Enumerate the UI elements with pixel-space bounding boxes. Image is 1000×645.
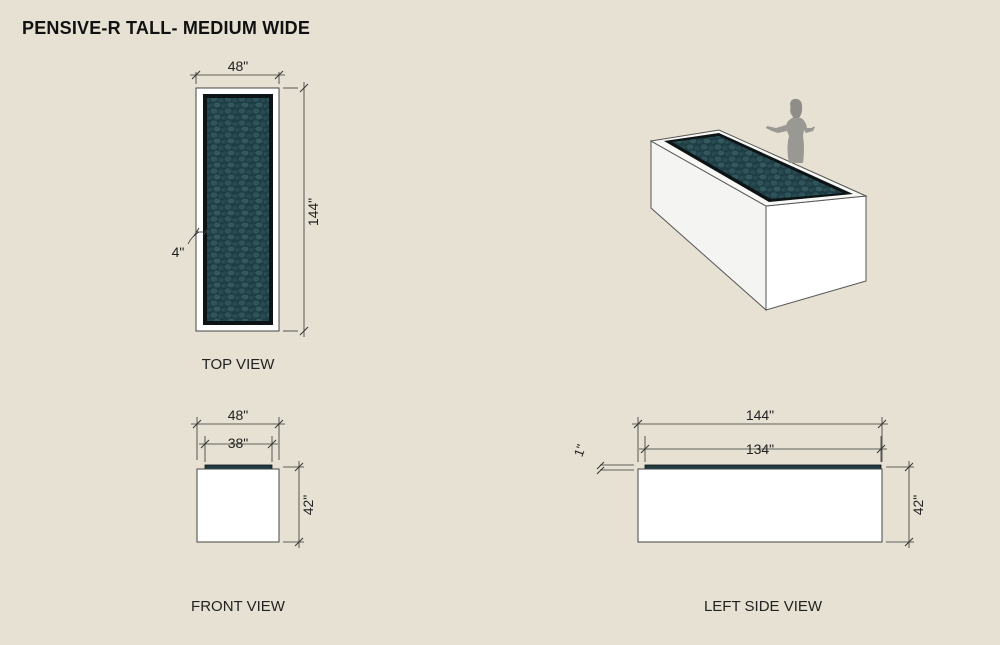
front-view-outer-width-label: 48" <box>228 407 249 423</box>
top-view-width-dimension: 48" <box>190 58 285 84</box>
front-view-height-label: 42" <box>300 495 316 516</box>
front-view-outer-width-dimension: 48" <box>191 407 285 460</box>
top-view: 48" 144" 4" <box>172 58 321 337</box>
left-side-view-inner-length-dimension: 134" <box>639 436 887 462</box>
left-side-view-lip-label: 1" <box>571 442 589 459</box>
top-view-label: TOP VIEW <box>201 356 275 373</box>
left-side-view-outer-length-label: 144" <box>746 407 774 423</box>
left-side-view-lip-dimension: 1" <box>571 442 634 475</box>
front-view-inner-width-dimension: 38" <box>199 435 278 462</box>
front-view: 48" 38" 42" <box>191 407 316 548</box>
top-view-inset-label: 4" <box>172 244 185 260</box>
left-side-view: 144" 134" 42" 1" <box>571 407 926 548</box>
top-view-water <box>207 98 269 321</box>
front-view-body <box>196 468 280 543</box>
left-side-view-height-label: 42" <box>910 495 926 516</box>
front-view-label: FRONT VIEW <box>191 598 285 615</box>
left-side-view-label: LEFT SIDE VIEW <box>703 598 823 615</box>
left-side-view-body <box>637 468 883 543</box>
perspective-end-face <box>765 195 867 311</box>
front-view-height-dimension: 42" <box>283 461 316 548</box>
person-silhouette-icon <box>766 98 815 163</box>
page-title: PENSIVE-R TALL- MEDIUM WIDE <box>22 18 311 38</box>
left-side-view-height-dimension: 42" <box>886 461 926 548</box>
perspective-water <box>672 136 843 199</box>
perspective-view <box>649 98 868 312</box>
top-view-length-label: 144" <box>305 198 321 226</box>
front-view-inner-width-label: 38" <box>228 435 249 451</box>
top-view-width-label: 48" <box>228 58 249 74</box>
left-side-view-outer-length-dimension: 144" <box>632 407 888 462</box>
top-view-inset-dimension: 4" <box>172 227 209 260</box>
left-side-view-inner-length-label: 134" <box>746 441 774 457</box>
top-view-length-dimension: 144" <box>283 82 321 337</box>
